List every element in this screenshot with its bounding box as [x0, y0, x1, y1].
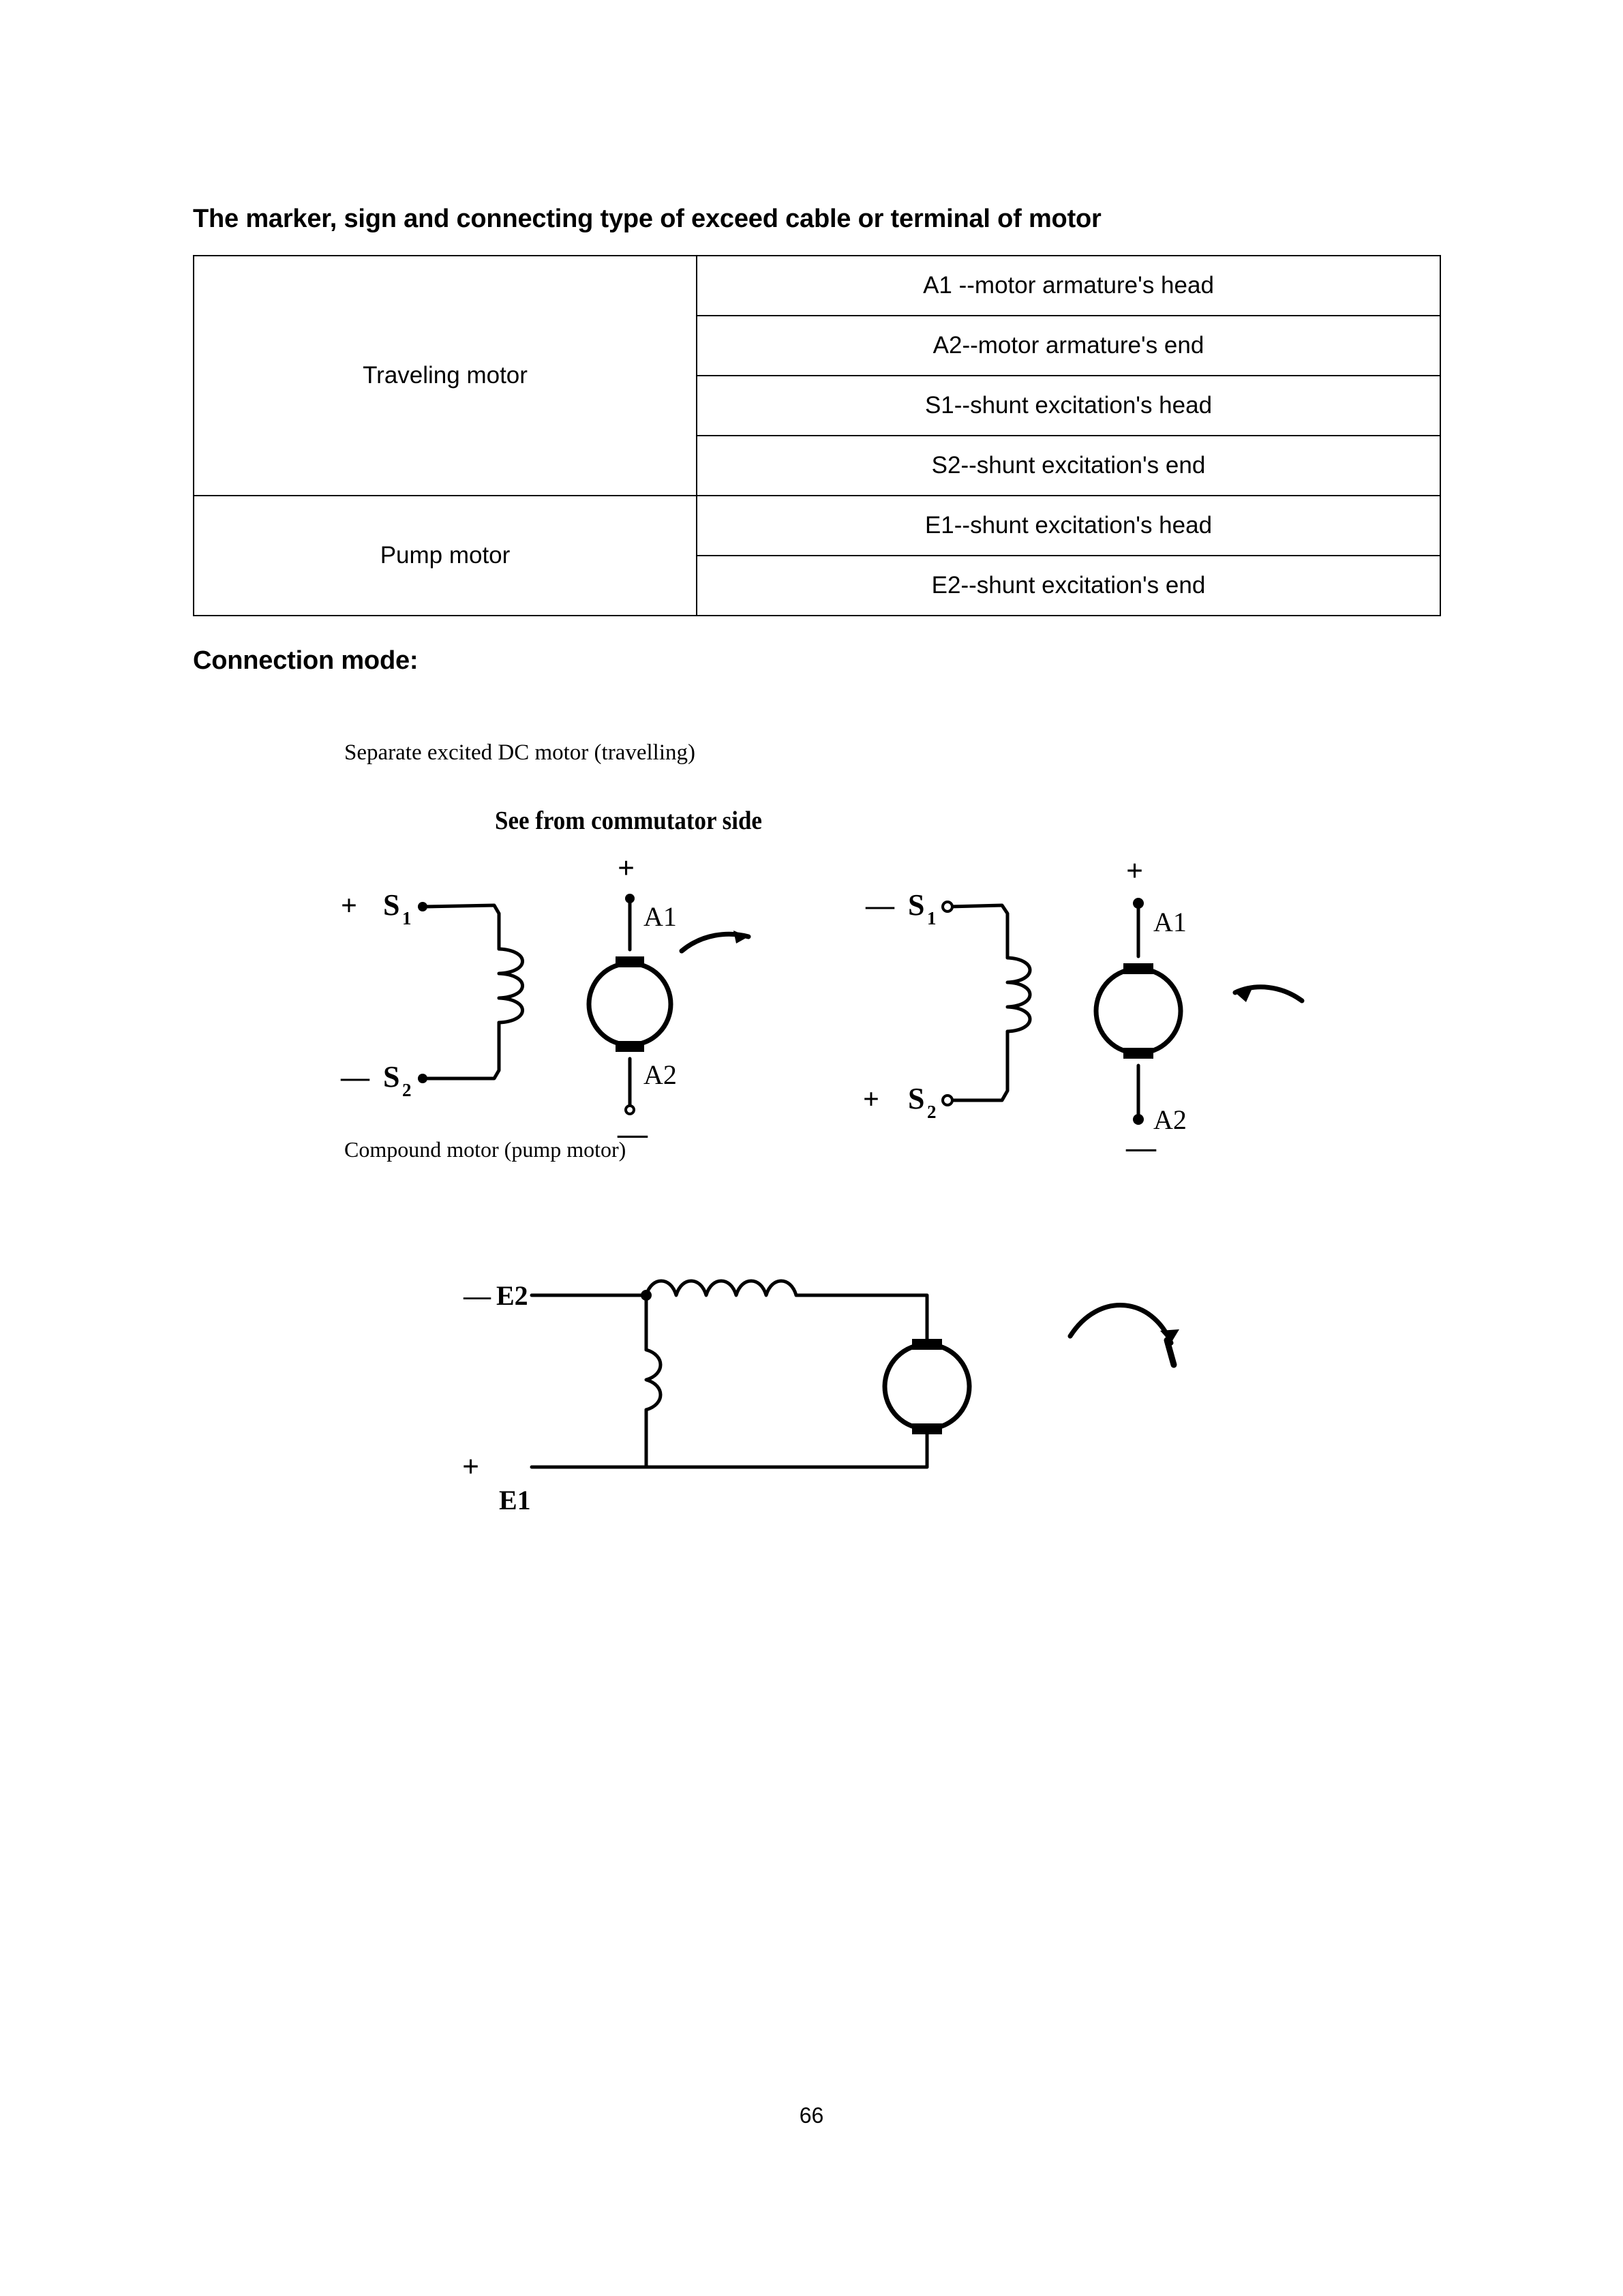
table-row: E2--shunt excitation's end	[194, 555, 1441, 616]
compound-motor-caption: Compound motor (pump motor)	[344, 1137, 626, 1162]
connection-mode-heading: Connection mode:	[193, 646, 419, 675]
page-number: 66	[799, 2103, 824, 2128]
brush-block	[616, 1041, 644, 1052]
table-cell-group-pump: Pump motor	[193, 495, 697, 616]
table-row: S2--shunt excitation's end	[194, 435, 1441, 496]
brush-block	[1123, 1048, 1153, 1059]
table-cell-value: A2--motor armature's end	[696, 315, 1441, 376]
polarity-sign-top: —	[865, 890, 895, 922]
armature-polarity-bottom: —	[1125, 1131, 1157, 1164]
table-row: Pump motor E1--shunt excitation's head	[193, 495, 1441, 616]
terminal-dot	[625, 894, 635, 903]
terminal-dot	[418, 902, 427, 911]
field-terminal-label-bottom: S	[383, 1060, 399, 1093]
brush-block	[912, 1423, 942, 1434]
terminal-dot	[941, 901, 954, 913]
armature-terminal-label-bottom: A2	[1153, 1104, 1187, 1135]
polarity-sign-bottom: —	[340, 1062, 370, 1093]
field-terminal-sub-bottom: 2	[402, 1080, 412, 1100]
armature-polarity-top: +	[618, 851, 635, 885]
terminal-dot	[1133, 898, 1144, 909]
table-cell-group-traveling: Traveling motor	[193, 255, 697, 496]
field-terminal-label-e1: E1	[499, 1485, 531, 1515]
table-cell-value: S1--shunt excitation's head	[696, 375, 1441, 436]
motor-terminal-table: Traveling motor A1 --motor armature's he…	[193, 255, 1441, 616]
rotation-arrow-clockwise	[1067, 1303, 1179, 1368]
armature-polarity-bottom: —	[617, 1117, 648, 1151]
field-terminal-label-e2: E2	[496, 1280, 528, 1311]
armature-polarity-top: +	[1126, 854, 1143, 888]
terminal-dot	[624, 1104, 635, 1115]
polarity-sign-bottom: +	[863, 1084, 879, 1115]
compound-motor-circuit: — E2 + E1	[462, 1279, 1179, 1515]
brush-block	[1123, 963, 1153, 974]
polarity-sign-bottom: +	[462, 1450, 479, 1483]
junction-dot	[641, 1290, 652, 1301]
armature-terminal-label-top: A1	[643, 901, 677, 932]
table-row: A2--motor armature's end	[194, 315, 1441, 376]
field-terminal-label-top: S	[908, 888, 924, 922]
rotation-arrow-clockwise	[679, 931, 751, 954]
armature-terminal-label-top: A1	[1153, 907, 1187, 937]
table-cell-value: E2--shunt excitation's end	[696, 555, 1441, 616]
table-cell-value: E1--shunt excitation's head	[696, 495, 1441, 556]
brush-block	[616, 956, 644, 967]
table-cell-value: S2--shunt excitation's end	[696, 435, 1441, 496]
separate-excited-caption: Separate excited DC motor (travelling)	[344, 740, 695, 765]
field-terminal-sub-top: 1	[402, 908, 412, 928]
field-terminal-label-top: S	[383, 888, 399, 922]
polarity-sign-top: —	[463, 1280, 491, 1311]
table-row: Traveling motor A1 --motor armature's he…	[193, 255, 1441, 496]
polarity-sign-top: +	[341, 890, 357, 922]
table-cell-value: A1 --motor armature's head	[696, 255, 1441, 316]
commutator-view-note: See from commutator side	[495, 806, 762, 835]
field-terminal-label-bottom: S	[908, 1082, 924, 1115]
page-title: The marker, sign and connecting type of …	[193, 205, 1102, 233]
terminal-dot	[418, 1074, 427, 1083]
separate-excited-left-circuit: + S 1 — S 2 + A1 A2 —	[340, 851, 751, 1151]
terminal-dot	[941, 1094, 954, 1106]
armature-terminal-label-bottom: A2	[643, 1059, 677, 1090]
brush-block	[912, 1339, 942, 1350]
table-row: S1--shunt excitation's head	[194, 375, 1441, 436]
field-terminal-sub-bottom: 2	[927, 1102, 937, 1122]
separate-excited-right-circuit: — S 1 + S 2 + A1 A2 —	[863, 854, 1305, 1164]
field-terminal-sub-top: 1	[927, 908, 937, 928]
rotation-arrow-counter-clockwise	[1232, 984, 1305, 1003]
terminal-dot	[1133, 1114, 1144, 1125]
